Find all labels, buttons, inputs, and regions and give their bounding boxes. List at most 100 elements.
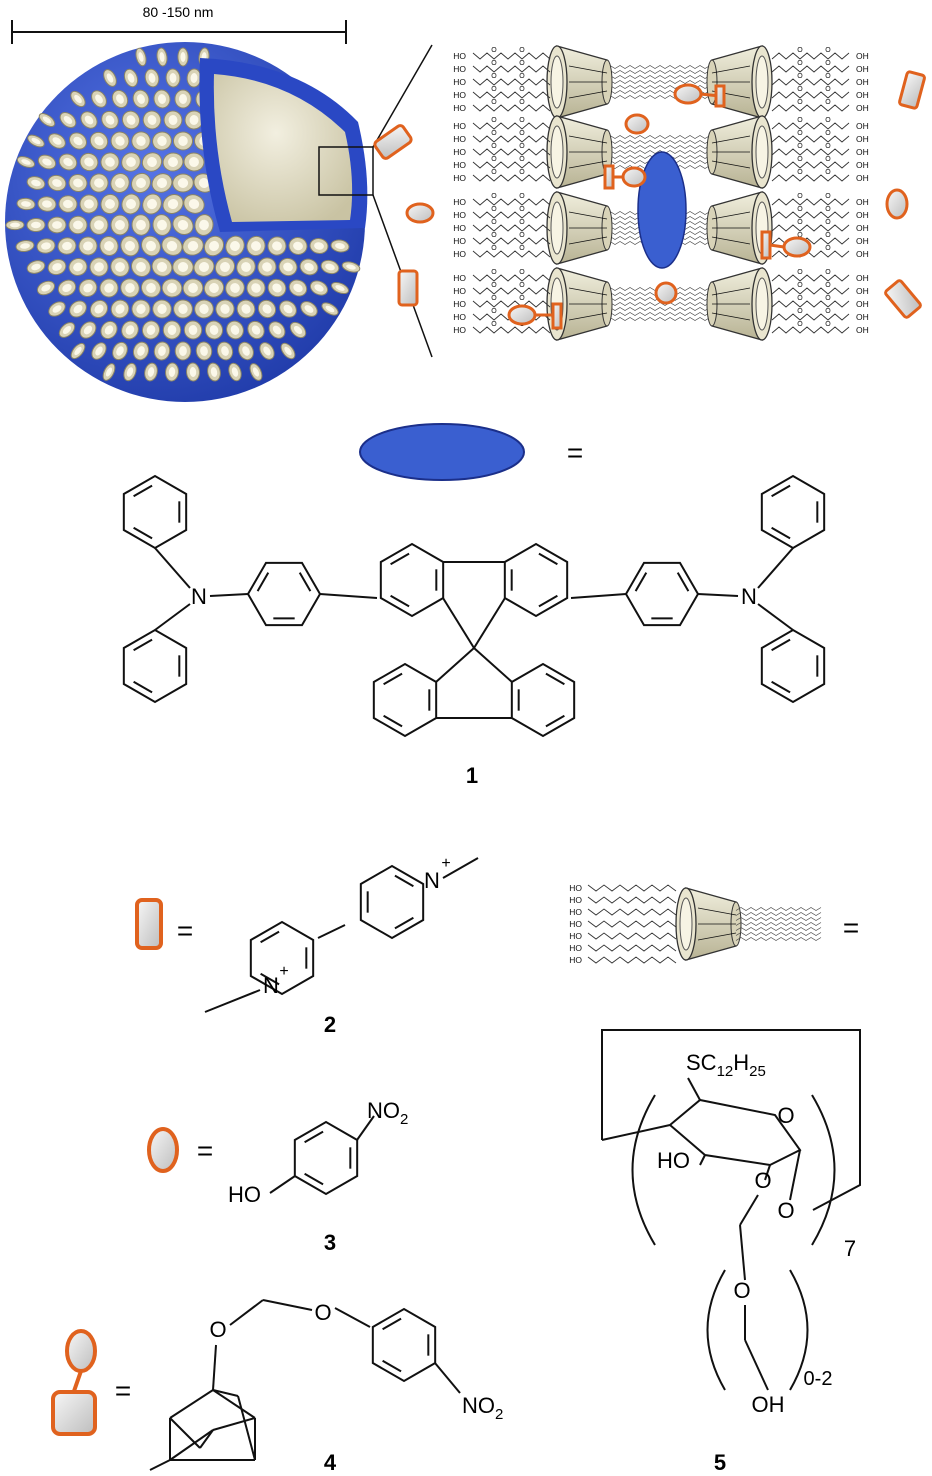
c5-bond	[687, 1077, 701, 1101]
compound-5-number: 5	[714, 1450, 726, 1475]
legend-cd-alkyl-tail	[735, 932, 822, 936]
c5-bond	[789, 1149, 801, 1201]
cyclodextrin-cavity	[220, 262, 230, 272]
legend-cd-alkyl-tail	[735, 917, 822, 921]
cyclodextrin-cavity	[167, 283, 177, 293]
cyclodextrin-cavity	[325, 263, 335, 271]
cd-left-4-peg-oxygen: O	[519, 282, 525, 289]
zoom-box	[318, 146, 374, 196]
cyclodextrin-cavity	[31, 263, 41, 271]
legend-peg-end: HO	[569, 919, 582, 929]
c5-bond	[699, 1154, 706, 1166]
cd-left-2-peg-oxygen: O	[519, 130, 525, 137]
cd-right-4-facet	[711, 287, 751, 296]
c5-peg-paren-right	[789, 1269, 809, 1391]
cyclodextrin-cavity	[136, 262, 146, 272]
c4-adamantane-bond	[169, 1429, 214, 1461]
cyclodextrin-cavity	[52, 179, 62, 187]
c1-fluorene-ring-b	[503, 542, 569, 618]
cd-right-3-peg-oxygen: O	[825, 232, 831, 239]
c4-benzene-double-bond	[382, 1359, 402, 1373]
c1-spirofluorene-ring-b	[510, 662, 576, 738]
cd-right-3-peg-oxygen: O	[797, 206, 803, 213]
cyclodextrin-cavity	[251, 241, 261, 251]
cyclodextrin-cavity	[231, 367, 239, 377]
cd-left-4-peg-chain	[472, 274, 551, 282]
c1-phenyl-bottom-right-double-bond	[771, 638, 791, 652]
cyclodextrin-cavity	[125, 283, 135, 293]
cd-left-1-peg-end: HO	[453, 51, 466, 61]
cyclodextrin-cavity	[169, 73, 177, 83]
bilayer-row-4-alkyl-tail	[604, 307, 711, 311]
cyclodextrin-cavity	[52, 305, 62, 313]
compound-4-nitro: NO2	[462, 1393, 503, 1423]
cyclodextrin-cavity	[136, 136, 146, 146]
cd-right-1-peg-end: OH	[856, 64, 869, 74]
compound-5-structure	[601, 1029, 861, 1391]
cyclodextrin-cavity	[159, 52, 165, 62]
dye-symbol	[359, 423, 525, 481]
cd-right-4-peg-chain	[771, 313, 850, 321]
c1-bond	[570, 593, 627, 599]
c3-benzene-double-bond	[304, 1130, 324, 1144]
compound-1-n-left: N	[191, 584, 207, 609]
bilayer-guest-tethered-1	[673, 83, 703, 105]
cd-right-4-peg-oxygen: O	[797, 321, 803, 328]
cd-left-4-peg-end: HO	[453, 286, 466, 296]
cd-right-3-facet	[711, 236, 751, 245]
cyclodextrin-cavity	[252, 367, 260, 377]
tethered-guest-adamantane	[51, 1390, 97, 1436]
cyclodextrin-cavity	[188, 198, 200, 210]
cd-left-3-cavity	[550, 201, 564, 255]
c1-spiro-bond	[473, 647, 513, 683]
cyclodextrin-cavity	[21, 159, 31, 165]
cyclodextrin-cavity	[177, 219, 189, 231]
bilayer-guest-nitrophenol-2	[624, 113, 650, 135]
cd-left-3-peg-chain	[472, 198, 551, 206]
c1-phenyl-top-right-double-bond	[771, 526, 791, 540]
cyclodextrin-cavity	[115, 304, 125, 314]
cd-left-3-peg-chain	[472, 237, 551, 245]
cd-right-4-cavity	[755, 277, 769, 331]
cd-left-2-peg-oxygen: O	[491, 169, 497, 176]
cd-right-2-peg-oxygen: O	[825, 117, 831, 124]
cyclodextrin-cavity	[94, 262, 104, 272]
compound-3-nitro: NO2	[367, 1098, 408, 1128]
cd-left-3-peg-oxygen: O	[491, 206, 497, 213]
cd-right-4-peg-oxygen: O	[797, 308, 803, 315]
c1-bond	[154, 547, 191, 589]
cd-left-2-peg-end: HO	[453, 121, 466, 131]
cd-right-1-peg-end: OH	[856, 103, 869, 113]
cd-right-3-peg-chain	[771, 211, 850, 219]
cd-left-2-peg-chain	[472, 135, 551, 143]
cyclodextrin-cavity	[177, 262, 189, 272]
cd-left-2-peg-chain	[472, 122, 551, 130]
cd-left-1-peg-oxygen: O	[519, 73, 525, 80]
cd-right-3-peg-end: OH	[856, 223, 869, 233]
cyclodextrin-cavity	[180, 52, 186, 62]
c1-bond	[757, 547, 794, 589]
cyclodextrin-cavity	[293, 325, 303, 335]
c4-bond	[262, 1299, 313, 1311]
c1-spiro-bond	[442, 597, 475, 649]
cd-left-3-peg-end: HO	[453, 210, 466, 220]
cyclodextrin-cavity	[157, 94, 167, 104]
cyclodextrin-cavity	[178, 136, 188, 146]
c2-pyridinium-top-double-bond	[394, 874, 414, 888]
cyclodextrin-cavity	[31, 221, 41, 229]
compound-5-ring-oxygen: O	[777, 1103, 794, 1128]
cd-left-1-peg-oxygen: O	[491, 47, 497, 54]
cyclodextrin-cavity	[42, 158, 52, 166]
nitrophenol-symbol	[147, 1127, 179, 1173]
cd-right-1-peg-oxygen: O	[797, 86, 803, 93]
cd-left-1-peg-oxygen: O	[491, 60, 497, 67]
cyclodextrin-cavity	[272, 241, 282, 251]
c5-paren-right	[811, 1094, 836, 1246]
cd-right-4-peg-oxygen: O	[825, 321, 831, 328]
legend-peg-chain	[587, 884, 677, 892]
cd-left-4-facet	[568, 312, 608, 321]
cd-left-3-peg-oxygen: O	[491, 232, 497, 239]
cd-left-2-peg-oxygen: O	[519, 156, 525, 163]
